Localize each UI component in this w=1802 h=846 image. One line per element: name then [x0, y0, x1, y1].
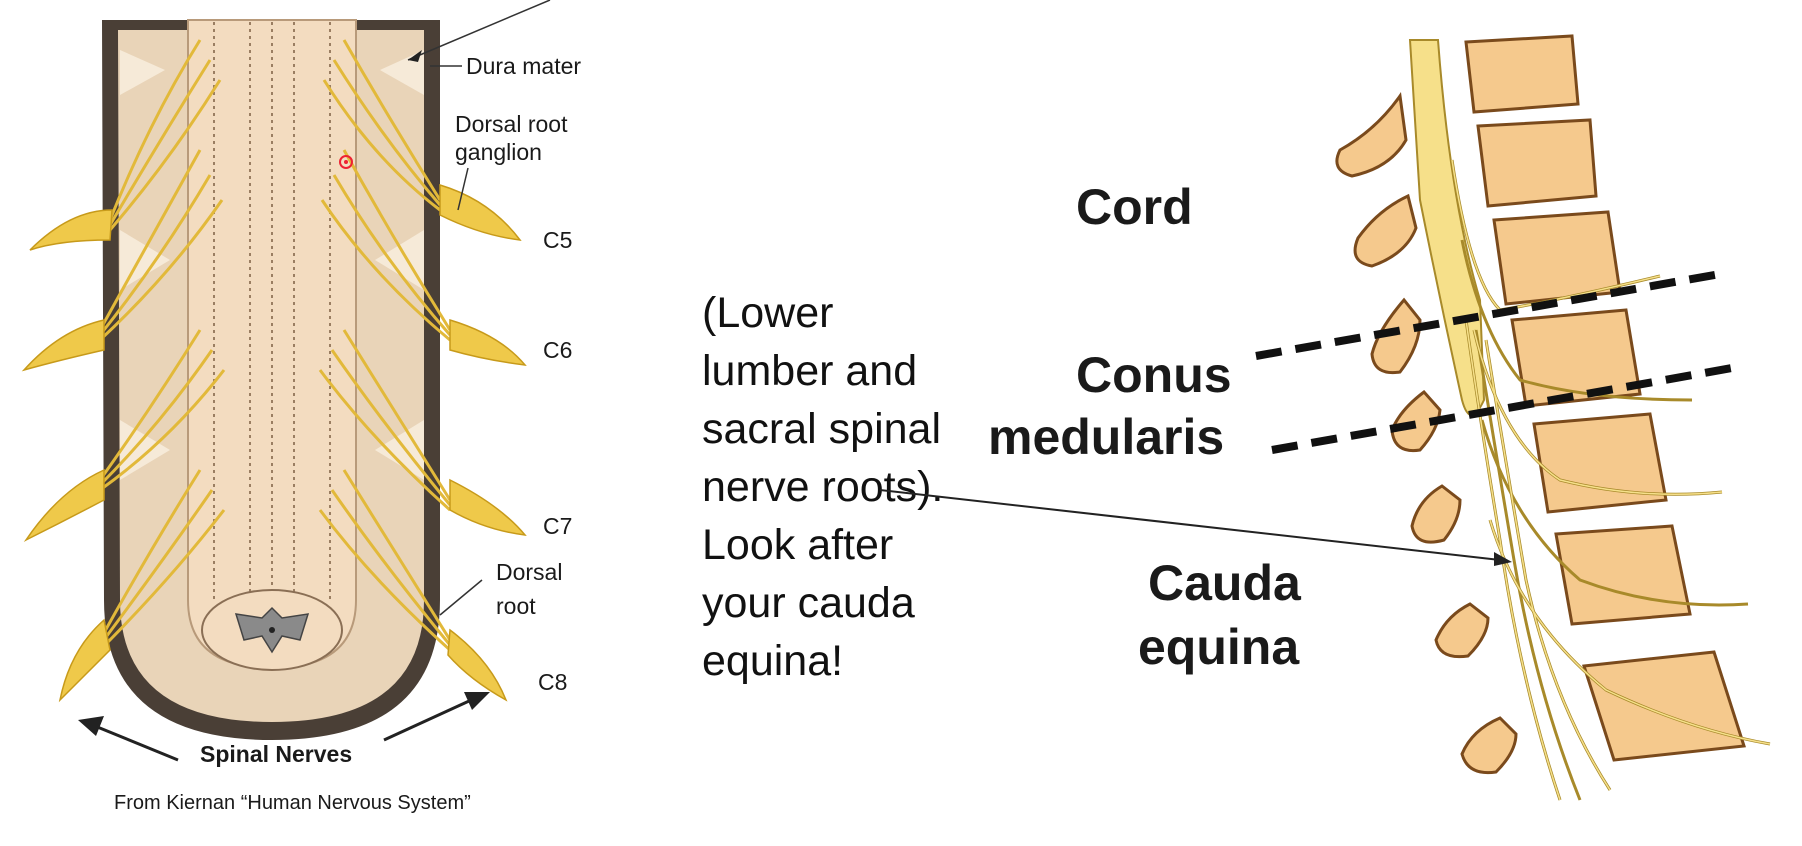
- c6-label: C6: [543, 337, 573, 363]
- cord-label: Cord: [1076, 179, 1193, 235]
- spinal-nerve-ganglia: [21, 183, 527, 703]
- cauda-label-line1: Cauda: [1148, 555, 1301, 611]
- dorsal-root-ganglion-label-line2: ganglion: [455, 139, 542, 165]
- vertebral-bodies: [1464, 34, 1746, 762]
- dura-mater-label: Dura mater: [466, 53, 582, 79]
- note-text: (Lower lumber and sacral spinal nerve ro…: [702, 289, 944, 685]
- spinal-nerves-label: Spinal Nerves: [200, 741, 353, 767]
- spinal-cord-diagram: [21, 0, 551, 762]
- c5-label: C5: [543, 227, 573, 253]
- dorsal-root-ganglion-label-line1: Dorsal root: [455, 111, 568, 137]
- dorsal-root-label-line2: root: [496, 593, 536, 619]
- note-pointer-line: [879, 489, 1501, 561]
- posterior-elements: [1335, 92, 1518, 775]
- conus-label-line2: medularis: [988, 409, 1225, 465]
- cauda-label-line2: equina: [1138, 619, 1300, 675]
- denticulate-ligaments: [120, 50, 424, 480]
- dorsal-root-label-line1: Dorsal: [496, 559, 563, 585]
- c8-label: C8: [538, 669, 568, 695]
- citation-text: From Kiernan “Human Nervous System”: [114, 792, 471, 814]
- c7-label: C7: [543, 513, 573, 539]
- conus-label-line1: Conus: [1076, 347, 1232, 403]
- nerve-rootlets: [98, 39, 452, 652]
